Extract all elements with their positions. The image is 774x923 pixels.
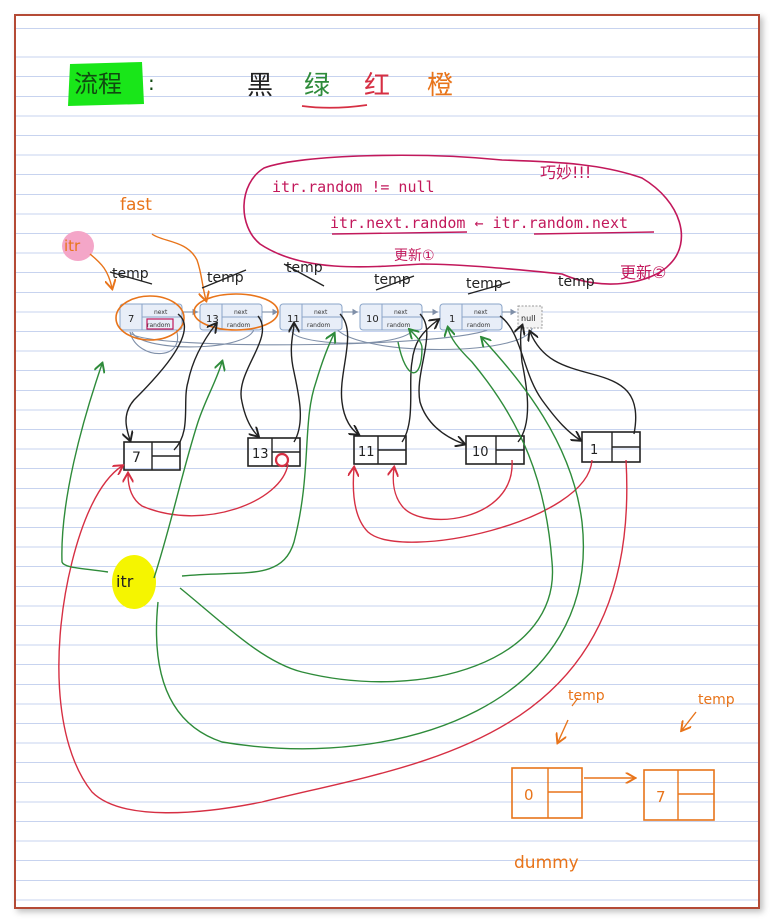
title-text: 流程 xyxy=(74,70,122,98)
node-value: 13 xyxy=(206,314,219,325)
black-arrows xyxy=(126,313,637,451)
note-condition: itr.random != null xyxy=(272,178,435,196)
legend-red: 红 xyxy=(364,71,390,101)
itr-main-label: itr xyxy=(112,555,156,609)
temp-label-5: temp xyxy=(466,276,503,292)
dummy-node-value: 0 xyxy=(524,786,534,804)
note-update-1: 更新① xyxy=(394,248,435,264)
legend-black: 黑 xyxy=(247,71,273,101)
orange-circle-2 xyxy=(193,293,279,331)
copy-node: 13 xyxy=(247,437,301,468)
node-next-field: next xyxy=(234,309,248,316)
title-label: 流程 : xyxy=(68,62,155,106)
temp-strike-3 xyxy=(283,263,325,287)
itr-top-highlight xyxy=(62,231,94,261)
node-random-field: random xyxy=(147,322,170,329)
random-field-highlight xyxy=(146,318,174,330)
copy-node: 10 xyxy=(465,435,525,465)
copy-node-value: 10 xyxy=(472,445,489,460)
null-text: null xyxy=(521,314,536,323)
random-link-1 xyxy=(129,323,179,355)
temp-labels: temp temp temp temp temp temp xyxy=(109,260,595,295)
diagram-canvas: 流程 : 黑 绿 红 橙 itr.random != null 巧妙!!! it… xyxy=(58,62,735,873)
red-arrows xyxy=(58,459,628,814)
node-value: 10 xyxy=(366,314,379,325)
itr-main-highlight xyxy=(112,555,156,609)
note-underline-left xyxy=(331,231,468,235)
copy-node-value: 13 xyxy=(252,447,269,462)
temp-label-6: temp xyxy=(558,274,595,290)
itr-main-text: itr xyxy=(116,572,134,591)
title-colon: : xyxy=(148,71,155,95)
orange-circle-1 xyxy=(115,295,185,341)
temp-strike-4 xyxy=(375,275,415,291)
fast-label: fast xyxy=(120,195,206,300)
copy-node: 11 xyxy=(353,435,407,465)
green-arrows xyxy=(61,328,585,750)
note-tip: 巧妙!!! xyxy=(540,163,591,182)
itr-top-text: itr xyxy=(64,237,81,255)
dummy-node: 0 xyxy=(511,767,583,819)
dummy-node: 7 xyxy=(643,769,715,821)
temp-strike-5 xyxy=(467,281,511,295)
dummy-temp-label-2: temp xyxy=(698,692,735,708)
random-link-5 xyxy=(129,323,495,346)
copy-node-value: 1 xyxy=(590,443,598,458)
node-value: 7 xyxy=(128,314,134,325)
note-underline-right xyxy=(533,231,655,235)
copy-node-value: 11 xyxy=(358,445,375,460)
itr-top-arrow xyxy=(89,253,112,288)
fast-text: fast xyxy=(120,195,152,215)
dummy-temp-label-1: temp xyxy=(568,688,605,704)
copy-node: 1 xyxy=(581,431,641,463)
legend-underline xyxy=(301,104,368,109)
list-node: 10 next random xyxy=(359,303,423,331)
temp-label-3: temp xyxy=(286,260,323,276)
node-random-field: random xyxy=(387,322,410,329)
node-next-field: next xyxy=(474,309,488,316)
temp-label-4: temp xyxy=(374,272,411,288)
node-next-field: next xyxy=(394,309,408,316)
title-highlight xyxy=(68,62,144,106)
list-null: null xyxy=(517,305,543,329)
list-node: 1 next random xyxy=(439,303,503,331)
dummy-list: temp temp 0 7 dummy xyxy=(511,688,735,873)
notebook-page: 流程 : 黑 绿 红 橙 itr.random != null 巧妙!!! it… xyxy=(14,14,760,909)
node-random-field: random xyxy=(307,322,330,329)
legend-orange: 橙 xyxy=(427,71,453,101)
copy-node: 7 xyxy=(123,441,181,471)
copied-nodes: 7 13 11 10 xyxy=(123,431,641,471)
node-random-field: random xyxy=(467,322,490,329)
itr-top-label: itr xyxy=(62,231,112,288)
note-cloud-outline xyxy=(243,154,683,285)
temp-strike-2 xyxy=(201,269,247,289)
dummy-temp-arrow-2 xyxy=(682,711,697,730)
copy-node-value: 7 xyxy=(132,450,141,466)
random-dot-highlight xyxy=(274,452,290,468)
temp-strike-1 xyxy=(109,271,153,285)
temp-label-1: temp xyxy=(112,266,149,282)
dummy-node-value: 7 xyxy=(656,788,666,806)
note-update-2: 更新② xyxy=(620,263,666,282)
note-cloud: itr.random != null 巧妙!!! itr.next.random… xyxy=(243,154,683,285)
random-link-3 xyxy=(333,323,533,350)
node-value: 1 xyxy=(449,314,455,325)
color-legend: 黑 绿 红 橙 xyxy=(247,71,453,109)
dummy-label: dummy xyxy=(514,853,579,873)
node-next-field: next xyxy=(154,309,168,316)
dummy-temp-arrow-1 xyxy=(558,719,569,742)
fast-arrow xyxy=(151,233,206,300)
legend-green: 绿 xyxy=(304,71,330,101)
note-assignment: itr.next.random ← itr.random.next xyxy=(330,214,628,232)
null-box xyxy=(517,305,543,329)
list-node: 7 next random xyxy=(119,303,183,331)
node-value: 11 xyxy=(287,314,300,325)
node-random-field: random xyxy=(227,322,250,329)
node-next-field: next xyxy=(314,309,328,316)
list-node: 11 next random xyxy=(279,303,343,331)
